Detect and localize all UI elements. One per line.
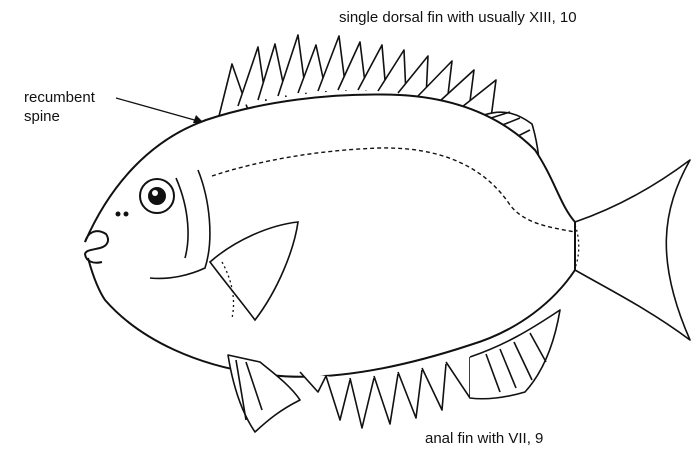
recumbent-spine-label-line1: recumbent xyxy=(24,89,96,106)
recumbent-spine-arrow xyxy=(116,98,204,123)
anal-fin-label: anal fin with VII, 9 xyxy=(425,430,543,447)
dorsal-fin-label: single dorsal fin with usually XIII, 10 xyxy=(339,9,577,26)
caudal-fin xyxy=(575,160,690,340)
eye xyxy=(140,179,174,213)
fish-body xyxy=(85,94,575,376)
recumbent-spine-label-line2: spine xyxy=(24,108,60,125)
